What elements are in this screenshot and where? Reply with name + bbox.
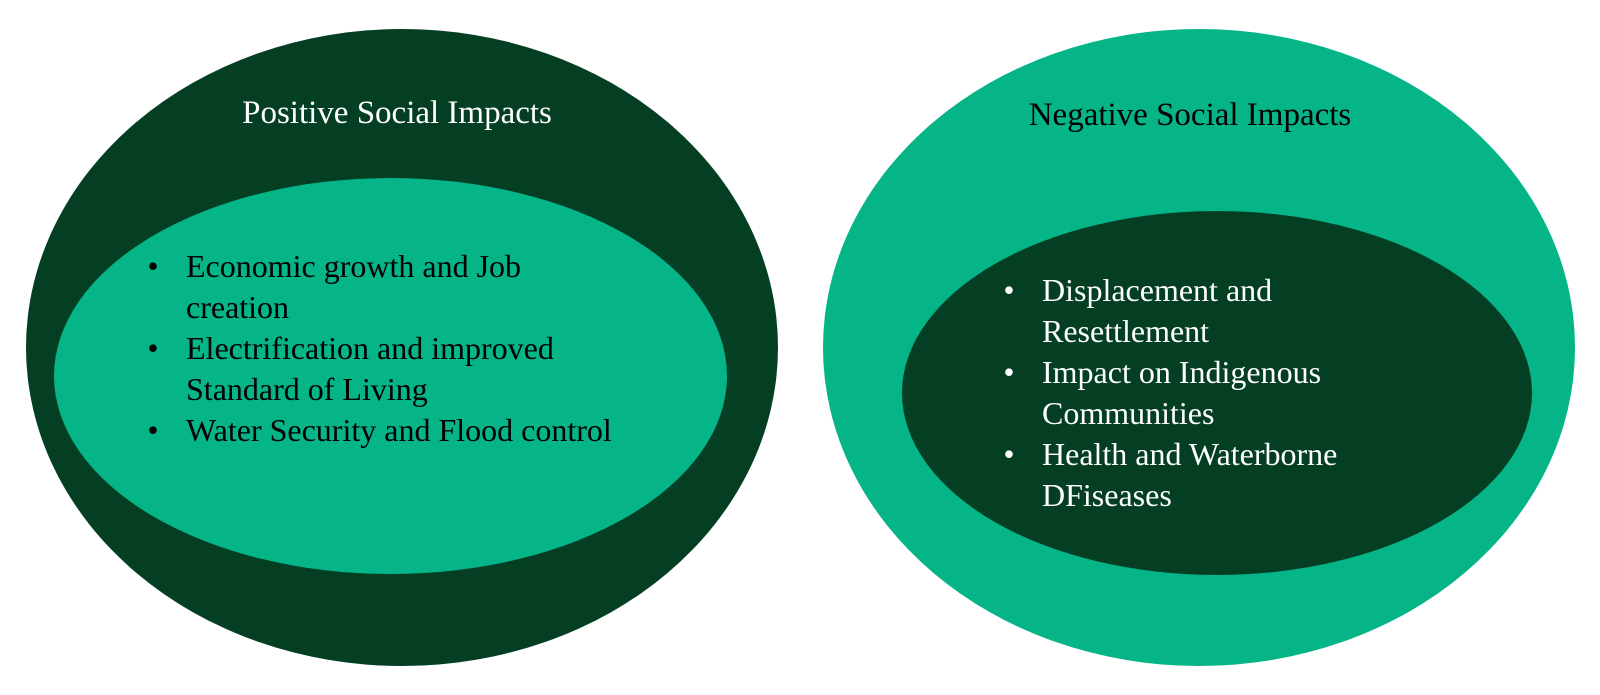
negative-inner-ellipse: [902, 211, 1532, 575]
list-item-text: Health and Waterborne DFiseases: [1042, 436, 1338, 513]
positive-inner-ellipse: [54, 178, 727, 574]
negative-impacts-list: • Displacement and Resettlement • Impact o…: [999, 270, 1399, 516]
bullet-icon: •: [147, 248, 159, 284]
negative-title: Negative Social Impacts: [1028, 97, 1352, 133]
list-item: • Electrification and improved Standard o…: [143, 328, 613, 410]
positive-title: Positive Social Impacts: [242, 95, 552, 131]
bullet-icon: •: [147, 412, 159, 448]
list-item-text: Economic growth and Job creation: [186, 248, 522, 325]
list-item: • Water Security and Flood control: [143, 410, 613, 451]
bullet-icon: •: [1003, 436, 1015, 472]
positive-impacts-list: • Economic growth and Job creation • Elec…: [143, 246, 613, 451]
list-item-text: Electrification and improved Standard of…: [186, 330, 554, 407]
bullet-icon: •: [1003, 272, 1015, 308]
list-item: • Economic growth and Job creation: [143, 246, 613, 328]
list-item: • Impact on Indigenous Communities: [999, 352, 1399, 434]
list-item-text: Displacement and Resettlement: [1042, 272, 1273, 349]
list-item: • Health and Waterborne DFiseases: [999, 434, 1399, 516]
list-item-text: Impact on Indigenous Communities: [1042, 354, 1322, 431]
bullet-icon: •: [1003, 354, 1015, 390]
bullet-icon: •: [147, 330, 159, 366]
list-item-text: Water Security and Flood control: [186, 412, 612, 448]
list-item: • Displacement and Resettlement: [999, 270, 1399, 352]
